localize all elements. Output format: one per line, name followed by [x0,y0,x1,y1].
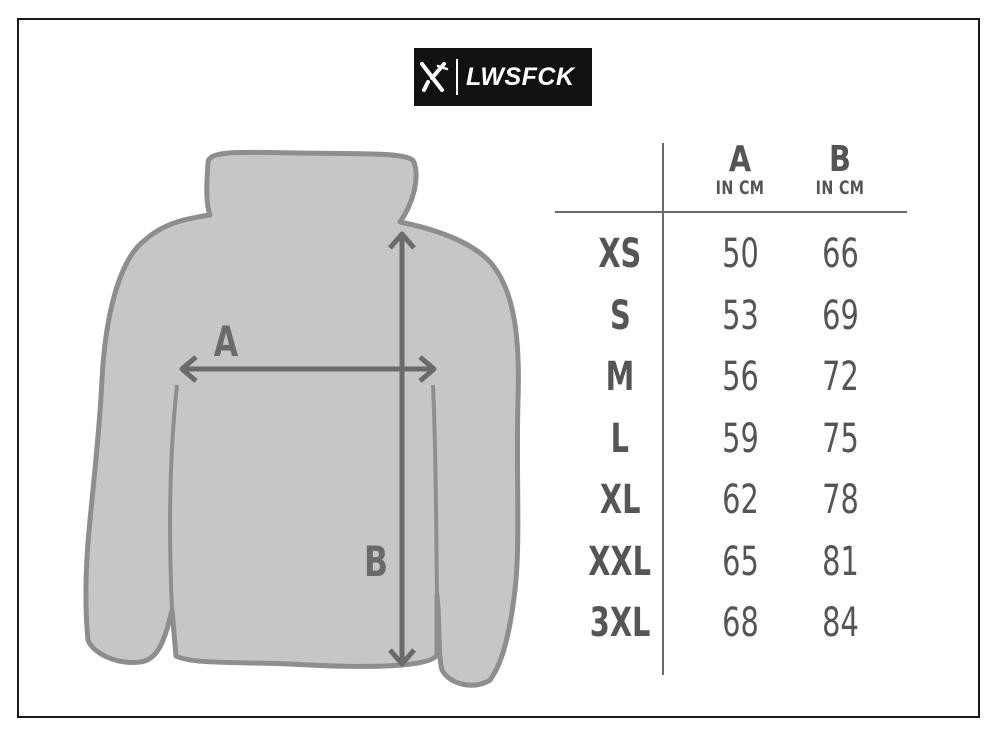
size-cell-text: M [605,354,635,400]
size-cell: M [570,349,670,405]
size-cell-text: 3XL [589,600,651,646]
column-header-a: A IN CM [680,139,800,199]
arrow-a-head-right [418,355,437,383]
measurement-a-cell-text: 53 [721,293,759,339]
measurement-a-cell-text: 50 [721,231,759,277]
crossed-swords-icon [414,48,454,106]
hoodie-silhouette [83,149,521,688]
measurement-b-cell-text: 69 [821,293,859,339]
measurement-a-cell: 56 [690,349,790,405]
table-horizontal-rule [555,211,907,213]
measurement-b-cell: 84 [790,595,890,651]
measurement-a-cell-text: 65 [721,539,759,585]
arrow-b-head-bottom [388,648,416,667]
measurement-a-cell: 68 [690,595,790,651]
size-cell: S [570,288,670,344]
measurement-a-cell: 62 [690,472,790,528]
measurement-a-cell: 65 [690,534,790,590]
arm-seam-left [167,384,179,611]
size-cell-text: L [610,416,630,462]
size-cell: 3XL [570,595,670,651]
measurement-b-cell: 75 [790,411,890,467]
size-cell: XS [570,226,670,282]
measurement-a-cell-text: 68 [721,600,759,646]
measurement-b-cell-text: 84 [821,600,859,646]
label-a: A [214,318,239,367]
measurement-a-cell-text: 62 [721,477,759,523]
column-header-b: B IN CM [780,139,900,199]
measurement-b-cell: 72 [790,349,890,405]
column-header-unit: IN CM [815,177,865,199]
measurement-b-cell: 69 [790,288,890,344]
size-cell: XL [570,472,670,528]
size-cell: XXL [570,534,670,590]
measurement-b-cell-text: 66 [821,231,859,277]
measurement-b-cell-text: 75 [821,416,859,462]
size-cell: L [570,411,670,467]
brand-logo: LWSFCK [414,48,592,106]
column-header-unit: IN CM [715,177,765,199]
measurement-b-cell: 78 [790,472,890,528]
measurement-b-cell-text: 78 [821,477,859,523]
measurement-b-cell: 81 [790,534,890,590]
measurement-b-cell: 66 [790,226,890,282]
measurement-b-cell-text: 72 [821,354,859,400]
brand-name: LWSFCK [466,62,575,91]
column-header-letter: A [728,139,752,180]
table-vertical-rule [662,143,664,675]
arrow-a-head-left [179,355,198,383]
arm-seam-right [431,384,439,596]
logo-divider [456,59,458,95]
measurement-a-cell: 53 [690,288,790,344]
measurement-a-cell-text: 56 [721,354,759,400]
measurement-b-cell-text: 81 [821,539,859,585]
label-b: B [364,538,388,587]
column-header-letter: B [829,139,851,180]
size-cell-text: S [609,293,631,339]
size-cell-text: XL [599,477,641,523]
size-chart-frame [17,18,980,718]
size-cell-text: XS [598,231,642,277]
measurement-a-cell: 50 [690,226,790,282]
size-cell-text: XXL [588,539,652,585]
measurement-a-cell-text: 59 [721,416,759,462]
measurement-a-cell: 59 [690,411,790,467]
arrow-b-head-top [388,231,416,250]
